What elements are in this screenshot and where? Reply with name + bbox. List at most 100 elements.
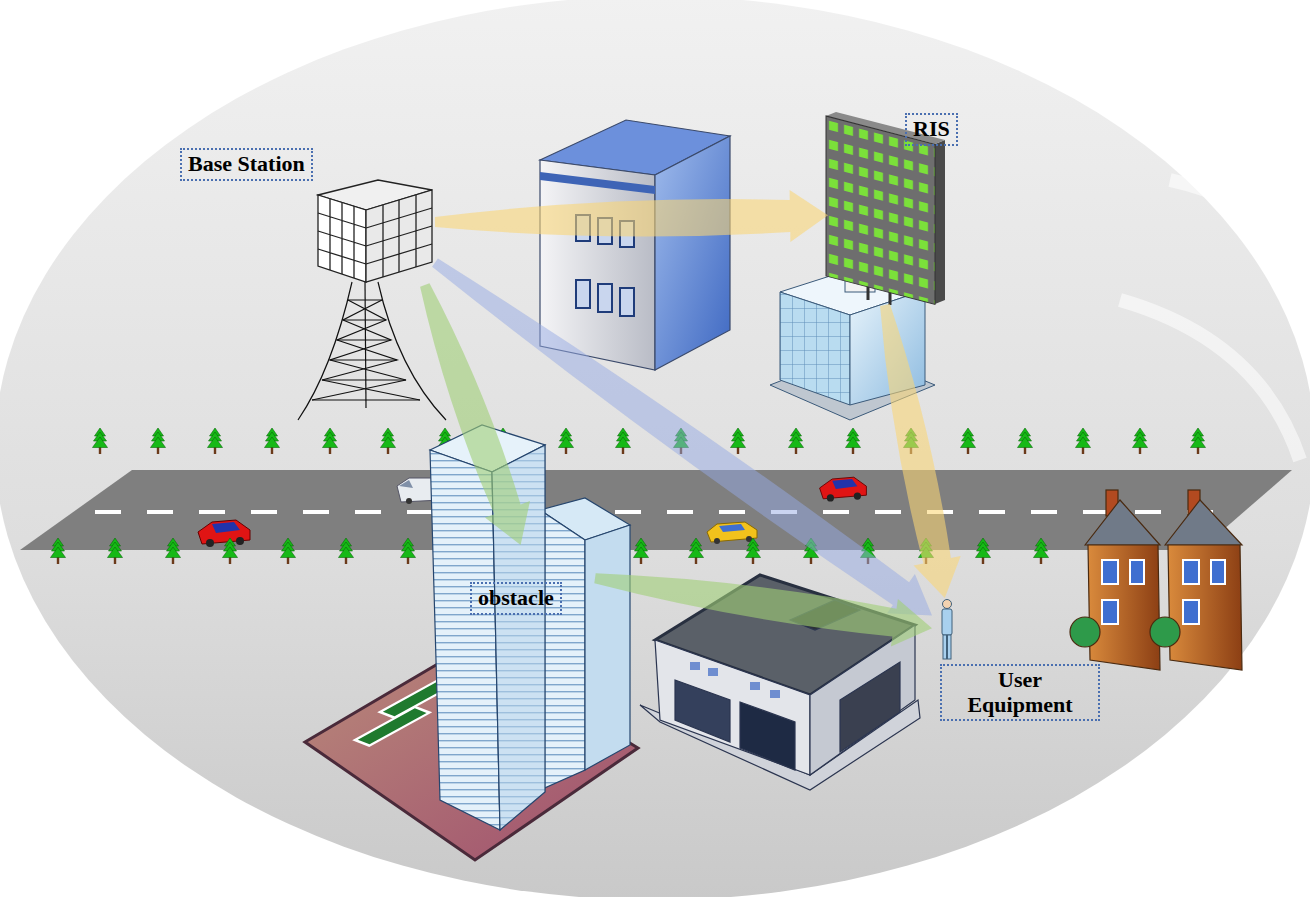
office-building xyxy=(540,172,655,194)
tree-row xyxy=(689,538,704,564)
tree-row xyxy=(861,538,876,564)
watermark-swirl xyxy=(1090,640,1290,820)
tree-row xyxy=(961,428,976,454)
cars xyxy=(399,480,413,488)
user-figure xyxy=(948,635,952,659)
tree-row xyxy=(559,428,574,454)
tree-row xyxy=(746,538,761,564)
antenna-array xyxy=(366,190,432,282)
user-figure xyxy=(942,609,952,635)
tree-row xyxy=(223,538,238,564)
object-label: Base Station xyxy=(180,148,313,181)
houses xyxy=(1070,490,1242,670)
garage-building xyxy=(790,600,860,630)
houses xyxy=(1102,600,1118,624)
base-station-tower xyxy=(312,300,420,400)
houses xyxy=(1070,617,1100,647)
garage-building xyxy=(708,668,718,676)
garage-building xyxy=(750,682,760,690)
tree-row xyxy=(976,538,991,564)
obstacle-tower xyxy=(430,450,500,830)
signal-beam xyxy=(435,190,828,242)
cars xyxy=(707,522,757,542)
obstacle-tower xyxy=(492,445,545,830)
office-building xyxy=(598,218,612,244)
road xyxy=(95,510,1230,514)
labelled-object: obstacle xyxy=(440,545,595,640)
office-building xyxy=(655,136,730,370)
base-station-tower xyxy=(298,282,352,420)
tree-row xyxy=(846,428,861,454)
user-figure xyxy=(943,635,947,659)
office-building xyxy=(576,215,590,241)
tree-row xyxy=(339,538,354,564)
tree-row xyxy=(674,428,689,454)
object-label: obstacle xyxy=(470,582,562,615)
office-building xyxy=(540,160,655,370)
houses xyxy=(1088,545,1160,670)
cars xyxy=(714,538,720,544)
object-label: RIS xyxy=(905,113,958,146)
object-label: User Equipment xyxy=(940,664,1100,721)
antenna-array xyxy=(318,180,432,282)
obstacle-tower xyxy=(305,425,638,860)
signal-beam xyxy=(432,259,932,616)
tree-row xyxy=(904,428,919,454)
office-building xyxy=(620,221,634,247)
cars xyxy=(719,524,745,532)
houses xyxy=(1211,560,1225,584)
houses xyxy=(1165,500,1242,545)
tree-row xyxy=(789,428,804,454)
garage-building xyxy=(690,662,700,670)
garage-building xyxy=(675,680,730,742)
tree-row xyxy=(108,538,123,564)
antenna-array xyxy=(318,199,366,278)
user-figure xyxy=(942,600,952,660)
tree-row xyxy=(1034,538,1049,564)
office-building xyxy=(576,280,590,308)
tree-row xyxy=(208,428,223,454)
ris-panel xyxy=(935,140,945,304)
tree-row xyxy=(51,538,66,564)
obstacle-tower xyxy=(355,707,429,746)
cars xyxy=(820,477,867,501)
road xyxy=(20,470,1292,550)
tree-row xyxy=(151,428,166,454)
tree-row xyxy=(93,428,108,454)
cars xyxy=(707,522,757,544)
tree-row xyxy=(166,538,181,564)
tree-row xyxy=(1076,428,1091,454)
tree-row xyxy=(265,428,280,454)
glass-building xyxy=(850,290,925,405)
base-station-tower xyxy=(312,300,406,400)
tree-row xyxy=(401,538,416,564)
antenna-array xyxy=(366,195,432,277)
signal-beam xyxy=(594,573,932,646)
tree-row xyxy=(1133,428,1148,454)
garage-building xyxy=(690,662,780,698)
tree-row xyxy=(281,538,296,564)
labelled-object: Base Station xyxy=(180,145,435,285)
garage-building xyxy=(740,702,795,770)
base-station-tower xyxy=(378,282,446,420)
base-station-tower xyxy=(298,282,446,420)
signal-beam xyxy=(880,304,961,598)
houses xyxy=(1168,545,1242,670)
labelled-object: User Equipment xyxy=(932,598,1102,724)
cars xyxy=(406,498,412,504)
houses xyxy=(1150,617,1180,647)
road xyxy=(20,470,1292,550)
office-building xyxy=(540,120,730,370)
tree-row xyxy=(731,428,746,454)
garage-building xyxy=(655,640,810,775)
houses xyxy=(1085,500,1160,545)
antenna-array xyxy=(318,195,366,282)
tree-row xyxy=(381,428,396,454)
garage-building xyxy=(810,625,915,775)
office-building xyxy=(598,284,612,312)
glass-building xyxy=(780,292,850,405)
obstacle-tower xyxy=(492,445,545,830)
